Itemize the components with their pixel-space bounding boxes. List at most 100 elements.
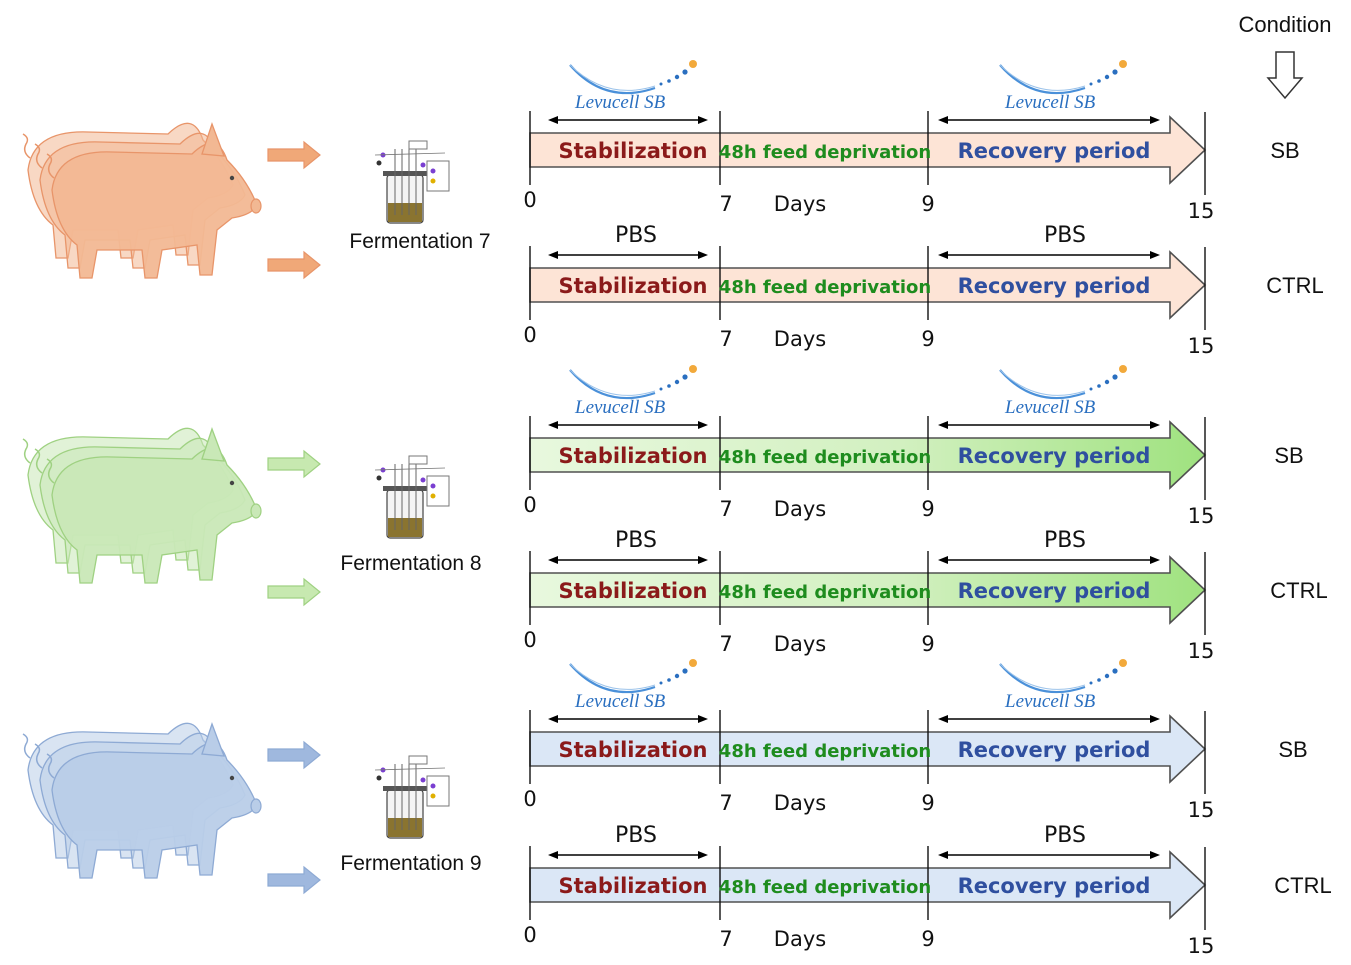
- logo-wordmark: Levucell SB: [574, 691, 666, 712]
- deprivation-label: 48h feed deprivation: [719, 877, 931, 898]
- tick-label-7: 7: [719, 632, 732, 656]
- tick-label-9: 9: [921, 327, 934, 351]
- stabilization-label: Stabilization: [559, 874, 708, 898]
- pbs-label: PBS: [1044, 223, 1086, 248]
- tick-label-0: 0: [523, 628, 536, 652]
- logo-wordmark: Levucell SB: [574, 397, 666, 418]
- pbs-label: PBS: [615, 823, 657, 848]
- treatment-span-arrow: [548, 116, 708, 124]
- levucell-logo-icon: Levucell SB: [569, 365, 697, 418]
- recovery-label: Recovery period: [958, 274, 1151, 298]
- pig-to-fermenter-arrow-icon: [267, 740, 321, 770]
- pig-icon-2: [22, 427, 262, 584]
- pbs-label: PBS: [1044, 823, 1086, 848]
- tick-label-0: 0: [523, 493, 536, 517]
- treatment-span-arrow: [938, 421, 1160, 429]
- days-axis-label: Days: [774, 927, 826, 951]
- days-axis-label: Days: [774, 632, 826, 656]
- days-axis-label: Days: [774, 791, 826, 815]
- tick-label-0: 0: [523, 787, 536, 811]
- deprivation-label: 48h feed deprivation: [719, 447, 931, 468]
- condition-label: CTRL: [1266, 273, 1323, 298]
- stabilization-label: Stabilization: [559, 579, 708, 603]
- fermenter-icon-3: [374, 755, 450, 839]
- timeline-arrow-2-2: Stabilization 48h feed deprivation Recover…: [523, 551, 1214, 663]
- tick-label-0: 0: [523, 923, 536, 947]
- stabilization-label: Stabilization: [559, 444, 708, 468]
- logo-wordmark: Levucell SB: [1004, 691, 1096, 712]
- treatment-span-arrow: [938, 715, 1160, 723]
- deprivation-label: 48h feed deprivation: [719, 142, 931, 163]
- recovery-label: Recovery period: [958, 579, 1151, 603]
- logo-wordmark: Levucell SB: [1004, 397, 1096, 418]
- tick-label-15: 15: [1188, 504, 1215, 528]
- treatment-span-arrow: [548, 251, 708, 259]
- tick-label-0: 0: [523, 323, 536, 347]
- tick-label-15: 15: [1188, 934, 1215, 958]
- condition-label: SB: [1278, 737, 1307, 762]
- treatment-span-arrow: [938, 851, 1160, 859]
- fermenter-icon-1: [374, 140, 450, 224]
- treatment-span-arrow: [938, 251, 1160, 259]
- stabilization-label: Stabilization: [559, 738, 708, 762]
- tick-label-9: 9: [921, 192, 934, 216]
- levucell-logo-icon: Levucell SB: [999, 365, 1127, 418]
- pbs-label: PBS: [615, 223, 657, 248]
- timeline-arrow-3-2: Stabilization 48h feed deprivation Recover…: [523, 846, 1214, 958]
- treatment-span-arrow: [548, 715, 708, 723]
- pig-to-fermenter-arrow-icon: [267, 250, 321, 280]
- tick-label-0: 0: [523, 188, 536, 212]
- recovery-label: Recovery period: [958, 874, 1151, 898]
- levucell-logo-icon: Levucell SB: [999, 60, 1127, 113]
- logo-wordmark: Levucell SB: [1004, 92, 1096, 113]
- recovery-label: Recovery period: [958, 139, 1151, 163]
- condition-down-arrow-icon: [1266, 51, 1304, 100]
- recovery-label: Recovery period: [958, 444, 1151, 468]
- timeline-arrow-3-1: Stabilization 48h feed deprivation Recover…: [523, 710, 1214, 822]
- treatment-span-arrow: [938, 556, 1160, 564]
- stabilization-label: Stabilization: [559, 139, 708, 163]
- pig-to-fermenter-arrow-icon: [267, 865, 321, 895]
- pig-to-fermenter-arrow-icon: [267, 577, 321, 607]
- fermentation-label: Fermentation 9: [340, 852, 481, 875]
- treatment-span-arrow: [938, 116, 1160, 124]
- tick-label-7: 7: [719, 192, 732, 216]
- condition-label: SB: [1274, 443, 1303, 468]
- deprivation-label: 48h feed deprivation: [719, 277, 931, 298]
- pig-icon-3: [22, 722, 262, 879]
- condition-header: Condition: [1239, 12, 1332, 37]
- condition-label: SB: [1270, 138, 1299, 163]
- group-1: Fermentation 7 Levucell SB Levucell SB Stab…: [22, 60, 1324, 358]
- tick-label-7: 7: [719, 927, 732, 951]
- logo-wordmark: Levucell SB: [574, 92, 666, 113]
- fermentation-label: Fermentation 7: [349, 230, 490, 253]
- days-axis-label: Days: [774, 497, 826, 521]
- timeline-arrow-2-1: Stabilization 48h feed deprivation Recover…: [523, 416, 1214, 528]
- deprivation-label: 48h feed deprivation: [719, 741, 931, 762]
- timeline-arrow-1-1: Stabilization 48h feed deprivation Recover…: [523, 111, 1214, 223]
- recovery-label: Recovery period: [958, 738, 1151, 762]
- treatment-span-arrow: [548, 851, 708, 859]
- tick-label-7: 7: [719, 497, 732, 521]
- treatment-span-arrow: [548, 421, 708, 429]
- tick-label-9: 9: [921, 791, 934, 815]
- tick-label-7: 7: [719, 791, 732, 815]
- condition-label: CTRL: [1270, 578, 1327, 603]
- levucell-logo-icon: Levucell SB: [999, 659, 1127, 712]
- pbs-label: PBS: [615, 528, 657, 553]
- tick-label-15: 15: [1188, 798, 1215, 822]
- levucell-logo-icon: Levucell SB: [569, 60, 697, 113]
- tick-label-15: 15: [1188, 199, 1215, 223]
- deprivation-label: 48h feed deprivation: [719, 582, 931, 603]
- tick-label-9: 9: [921, 497, 934, 521]
- levucell-logo-icon: Levucell SB: [569, 659, 697, 712]
- condition-label: CTRL: [1274, 873, 1331, 898]
- tick-label-9: 9: [921, 927, 934, 951]
- tick-label-9: 9: [921, 632, 934, 656]
- tick-label-7: 7: [719, 327, 732, 351]
- pig-to-fermenter-arrow-icon: [267, 449, 321, 479]
